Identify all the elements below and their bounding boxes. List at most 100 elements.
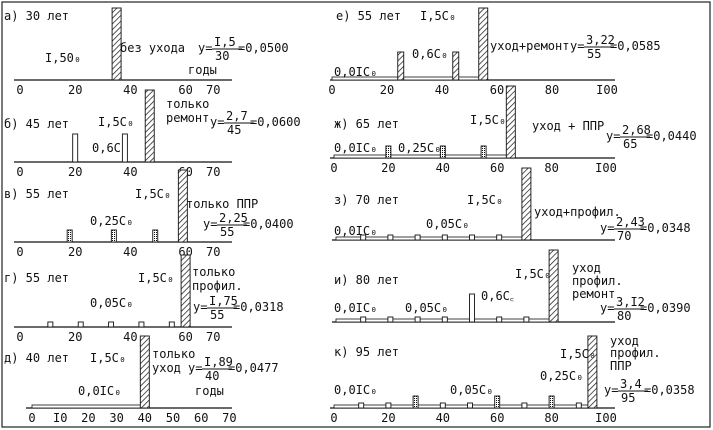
cost-note-label: 0,0IC₀ [334, 224, 377, 238]
cost-note-label: 0,0IC₀ [78, 384, 121, 398]
tick-label: 0 [328, 83, 335, 97]
cost-bar-open [469, 293, 475, 323]
formula-y: y= [570, 39, 584, 53]
tick-label: 40 [123, 165, 137, 179]
formula-y: y= [188, 361, 202, 375]
formula-denominator: 65 [623, 137, 637, 151]
cost-bar-dotted [152, 229, 159, 243]
mode-label: уход [152, 361, 181, 375]
formula-result: =0,0400 [243, 217, 294, 231]
formula-denominator: 55 [210, 308, 224, 322]
axis-unit-label: годы [195, 384, 224, 398]
cost-bar-hatched [548, 249, 559, 323]
cost-bar-dotted [385, 145, 392, 159]
tick-label: 80 [545, 83, 559, 97]
tick-label: 80 [544, 161, 558, 175]
cost-bar-dotted [110, 229, 117, 243]
cost-bar-open [138, 321, 145, 328]
cost-bar-open [441, 316, 448, 323]
tick-label: 0 [330, 411, 337, 425]
mode-label: профил. [192, 279, 243, 293]
formula-y: y= [198, 41, 212, 55]
formula-denominator: 55 [220, 225, 234, 239]
mode-label: уход+ремонт [490, 39, 569, 53]
cost-bar-open [414, 316, 421, 323]
cost-bar-dotted [480, 145, 487, 159]
cost-bar-open [360, 316, 367, 323]
tick-label: 40 [138, 411, 152, 425]
formula-result: =0,0348 [640, 221, 691, 235]
panel-label: к) 95 лет [334, 345, 399, 359]
tick-label: 20 [68, 245, 82, 259]
tick-label: 40 [123, 245, 137, 259]
cost-note-label: 0,0IC₀ [334, 65, 377, 79]
formula-result: =0,0477 [228, 361, 279, 375]
formula-result: =0,0390 [640, 301, 691, 315]
cost-note-label: 0,0IC₀ [334, 141, 377, 155]
formula-y: y= [193, 300, 207, 314]
panel-label: б) 45 лет [4, 117, 69, 131]
cost-note-label: 0,05C₀ [90, 296, 133, 310]
formula-y: y= [606, 129, 620, 143]
tick-label: 0 [16, 165, 23, 179]
formula-denominator: 45 [227, 123, 241, 137]
formula-numerator: I,89 [204, 355, 233, 369]
formula-denominator: 95 [621, 391, 635, 405]
mode-label: уход+профил. [534, 205, 621, 219]
tick-label: 20 [68, 83, 82, 97]
mode-label: профил. [610, 346, 661, 360]
formula-numerator: I,75 [209, 294, 238, 308]
cost-note-label: 0,25C₀ [398, 141, 441, 155]
cost-bar-hatched [452, 51, 460, 81]
tick-label: I00 [595, 161, 617, 175]
tick-label: 70 [206, 83, 220, 97]
tick-label: 40 [123, 330, 137, 344]
tick-label: 20 [380, 83, 394, 97]
cost-bar-hatched [139, 335, 150, 409]
cost-bar-hatched [177, 169, 188, 243]
cost-note-label: 0,0IC₀ [334, 383, 377, 397]
cost-bar-open [523, 316, 530, 323]
formula-result: =0,0500 [238, 41, 289, 55]
cost-bar-hatched [397, 51, 405, 81]
cost-bar-open [387, 316, 394, 323]
major-cost-label: I,5C₀ [98, 115, 134, 129]
mode-label: только [152, 347, 195, 361]
formula-y: y= [210, 115, 224, 129]
cost-bar-open [469, 234, 475, 241]
cost-bar-open [441, 234, 448, 241]
major-cost-label: I,5C₀ [90, 351, 126, 365]
mode-label: уход [610, 334, 639, 348]
cost-bar-open [121, 133, 128, 163]
major-cost-label: I,5C₀ [467, 193, 503, 207]
mode-label: без ухода [120, 41, 185, 55]
tick-label: 20 [68, 330, 82, 344]
cost-bar-open [414, 234, 421, 241]
tick-label: 20 [81, 411, 95, 425]
cost-bar-open [47, 321, 54, 328]
cost-bar-open [521, 402, 528, 409]
cost-note-label: 0,25C₀ [540, 369, 583, 383]
panel-label: в) 55 лет [4, 187, 69, 201]
panel-b: 020406070б) 45 летI,5C₀0,6Cтолькоремонтy… [4, 89, 301, 179]
tick-label: 0 [330, 161, 337, 175]
tick-label: 80 [544, 411, 558, 425]
tick-label: I0 [53, 411, 67, 425]
formula-numerator: 2,7 [226, 109, 248, 123]
cost-bar-dotted [439, 145, 446, 159]
cost-bar-open [108, 321, 115, 328]
mode-label: только [192, 265, 235, 279]
formula-numerator: 2,68 [622, 123, 651, 137]
formula-numerator: 3,4 [620, 377, 642, 391]
formula-y: y= [604, 383, 618, 397]
cost-bar-open [439, 402, 446, 409]
cost-bar-hatched [144, 89, 155, 163]
formula-denominator: 40 [205, 369, 219, 383]
formula-numerator: 2,43 [616, 215, 645, 229]
